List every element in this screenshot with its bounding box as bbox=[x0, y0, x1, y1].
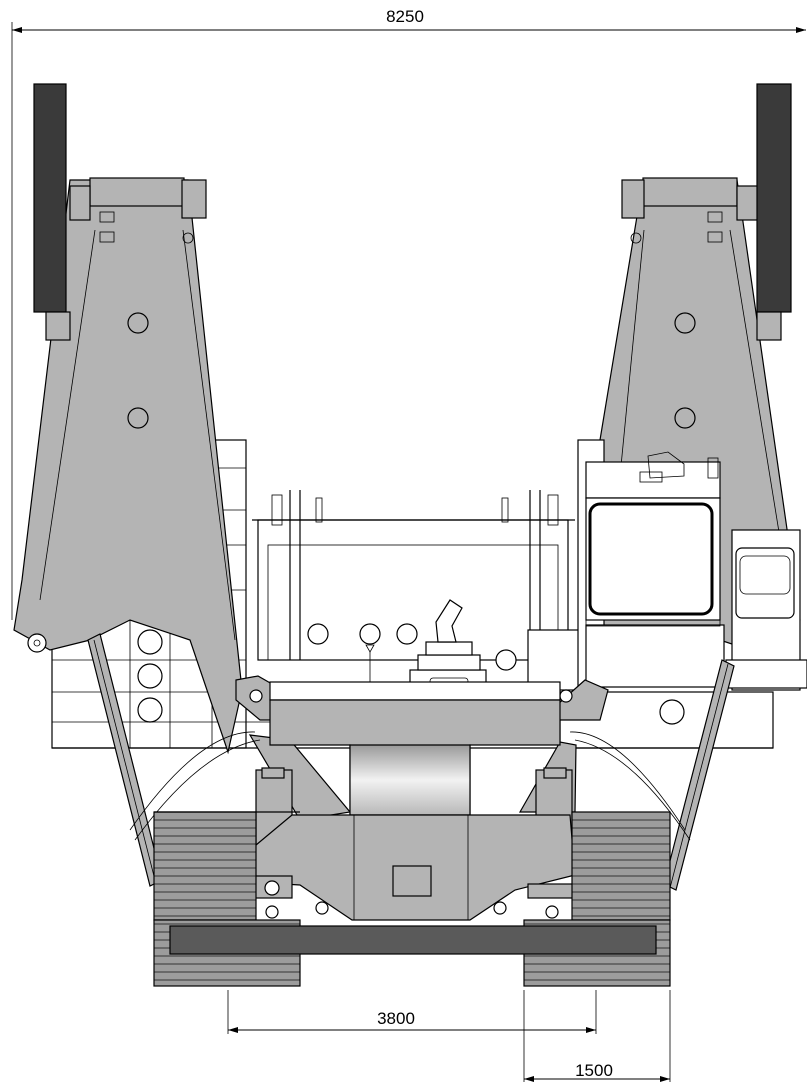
track-frame-beam bbox=[169, 925, 657, 955]
left-leg bbox=[13, 83, 243, 755]
track-roller-pins bbox=[265, 901, 559, 919]
port-circles-left bbox=[137, 629, 163, 723]
dimension-overall-width: 8250 bbox=[11, 7, 806, 620]
port-circle-right bbox=[659, 699, 685, 725]
shoe-width-label: 1500 bbox=[575, 1061, 613, 1080]
right-pad bbox=[756, 83, 792, 313]
cabin-seat bbox=[725, 529, 807, 691]
center-frame bbox=[252, 490, 585, 691]
overall-width-label: 8250 bbox=[386, 7, 424, 26]
undercarriage-frame bbox=[249, 681, 581, 921]
dimension-shoe-width: 1500 bbox=[523, 990, 671, 1082]
operator-cabin bbox=[577, 439, 807, 691]
left-pad bbox=[33, 83, 67, 313]
track-gauge-label: 3800 bbox=[377, 1009, 415, 1028]
dimension-track-gauge: 3800 bbox=[227, 990, 597, 1034]
right-cylinder bbox=[663, 659, 735, 891]
